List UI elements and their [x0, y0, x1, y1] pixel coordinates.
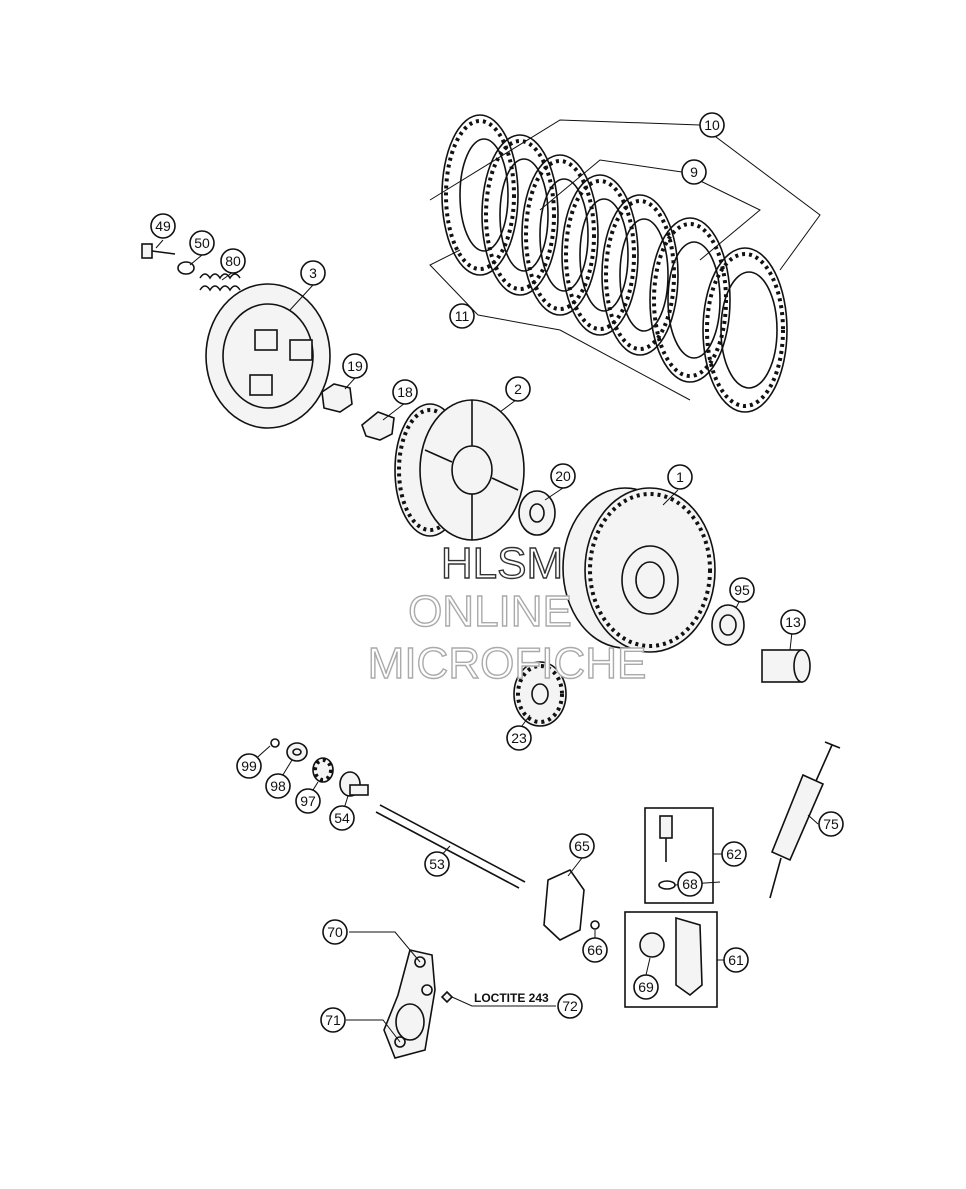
bleeder-kit-62	[644, 807, 714, 904]
watermark-line-3: MICROFICHE	[368, 639, 647, 688]
callout-23: 23	[506, 725, 532, 751]
callout-70: 70	[322, 919, 348, 945]
callout-65: 65	[569, 833, 595, 859]
callout-11: 11	[449, 303, 475, 329]
inner-hub-2	[394, 399, 525, 541]
callout-label: 95	[734, 582, 750, 598]
callout-label: 66	[587, 942, 603, 958]
callout-66: 66	[582, 937, 608, 963]
callout-label: 71	[325, 1012, 341, 1028]
callout-label: 72	[562, 998, 578, 1014]
callout-label: 68	[682, 876, 698, 892]
loctite-annotation: LOCTITE 243	[474, 991, 549, 1005]
callout-49: 49	[150, 213, 176, 239]
callout-80: 80	[220, 248, 246, 274]
callout-13: 13	[780, 609, 806, 635]
callout-label: 13	[785, 614, 801, 630]
callout-label: 97	[300, 793, 316, 809]
bushing-13	[761, 649, 811, 683]
callout-69: 69	[633, 974, 659, 1000]
callout-75: 75	[818, 811, 844, 837]
callout-99: 99	[236, 753, 262, 779]
callout-label: 18	[397, 384, 413, 400]
callout-label: 75	[823, 816, 839, 832]
callout-54: 54	[329, 805, 355, 831]
plate-2	[481, 134, 559, 296]
needle-bearing-95	[711, 604, 745, 646]
plate-4	[561, 174, 639, 336]
watermark-line-2: ONLINE	[408, 587, 572, 636]
callout-1: 1	[667, 464, 693, 490]
push-rod-53	[375, 804, 526, 889]
callout-10: 10	[699, 112, 725, 138]
callout-label: 2	[514, 381, 522, 397]
plate-7	[702, 247, 788, 413]
slave-cylinder-61	[624, 911, 718, 1008]
gear-23	[513, 661, 567, 727]
callout-53: 53	[424, 851, 450, 877]
callout-61: 61	[723, 947, 749, 973]
callout-9: 9	[681, 159, 707, 185]
callout-label: 61	[728, 952, 744, 968]
syringe-75	[769, 741, 841, 899]
callout-18: 18	[392, 379, 418, 405]
callout-label: 54	[334, 810, 350, 826]
plate-6	[649, 217, 731, 383]
pressure-plate-3	[205, 283, 331, 429]
clutch-basket-1	[562, 487, 716, 653]
callout-label: 1	[676, 469, 684, 485]
callout-3: 3	[300, 260, 326, 286]
thrust-washer-20	[518, 490, 556, 536]
callout-label: 65	[574, 838, 590, 854]
callout-label: 62	[726, 846, 742, 862]
plate-1	[441, 114, 519, 276]
callout-label: 9	[690, 164, 698, 180]
callout-20: 20	[550, 463, 576, 489]
callout-95: 95	[729, 577, 755, 603]
spring-80	[199, 273, 241, 292]
callout-62: 62	[721, 841, 747, 867]
callout-label: 3	[309, 265, 317, 281]
callout-97: 97	[295, 788, 321, 814]
ring-99	[270, 738, 280, 748]
washer-50	[177, 261, 195, 275]
lock-washer-18	[361, 411, 395, 441]
watermark: HLSM ONLINE MICROFICHE	[367, 538, 647, 688]
callout-label: 50	[194, 235, 210, 251]
o-ring-66	[590, 920, 600, 930]
pressure-piece-54	[339, 771, 369, 797]
bolt-49	[141, 243, 176, 259]
callout-71: 71	[320, 1007, 346, 1033]
cover-70-71	[383, 949, 454, 1059]
callout-label: 69	[638, 979, 654, 995]
callout-label: 80	[225, 253, 241, 269]
callout-label: 70	[327, 924, 343, 940]
washer-98	[286, 742, 308, 762]
stack-leaders	[429, 119, 821, 401]
callout-68: 68	[677, 871, 703, 897]
watermark-line-1: HLSM	[441, 539, 563, 588]
callout-98: 98	[265, 773, 291, 799]
gasket-65	[543, 868, 585, 941]
callout-label: 53	[429, 856, 445, 872]
clutch-plates-stack	[441, 114, 788, 413]
plate-3	[521, 154, 599, 316]
callout-label: 10	[704, 117, 720, 133]
callout-label: 19	[347, 358, 363, 374]
callout-label: 23	[511, 730, 527, 746]
callout-72: 72	[557, 993, 583, 1019]
callout-2: 2	[505, 376, 531, 402]
callout-label: 11	[455, 308, 470, 324]
callout-label: 99	[241, 758, 257, 774]
callout-label: 20	[555, 468, 571, 484]
bearing-97	[312, 757, 334, 783]
callout-label: 98	[270, 778, 286, 794]
callout-label: 49	[155, 218, 171, 234]
plate-5	[601, 194, 679, 356]
callout-19: 19	[342, 353, 368, 379]
callout-50: 50	[189, 230, 215, 256]
nut-19	[321, 383, 353, 413]
